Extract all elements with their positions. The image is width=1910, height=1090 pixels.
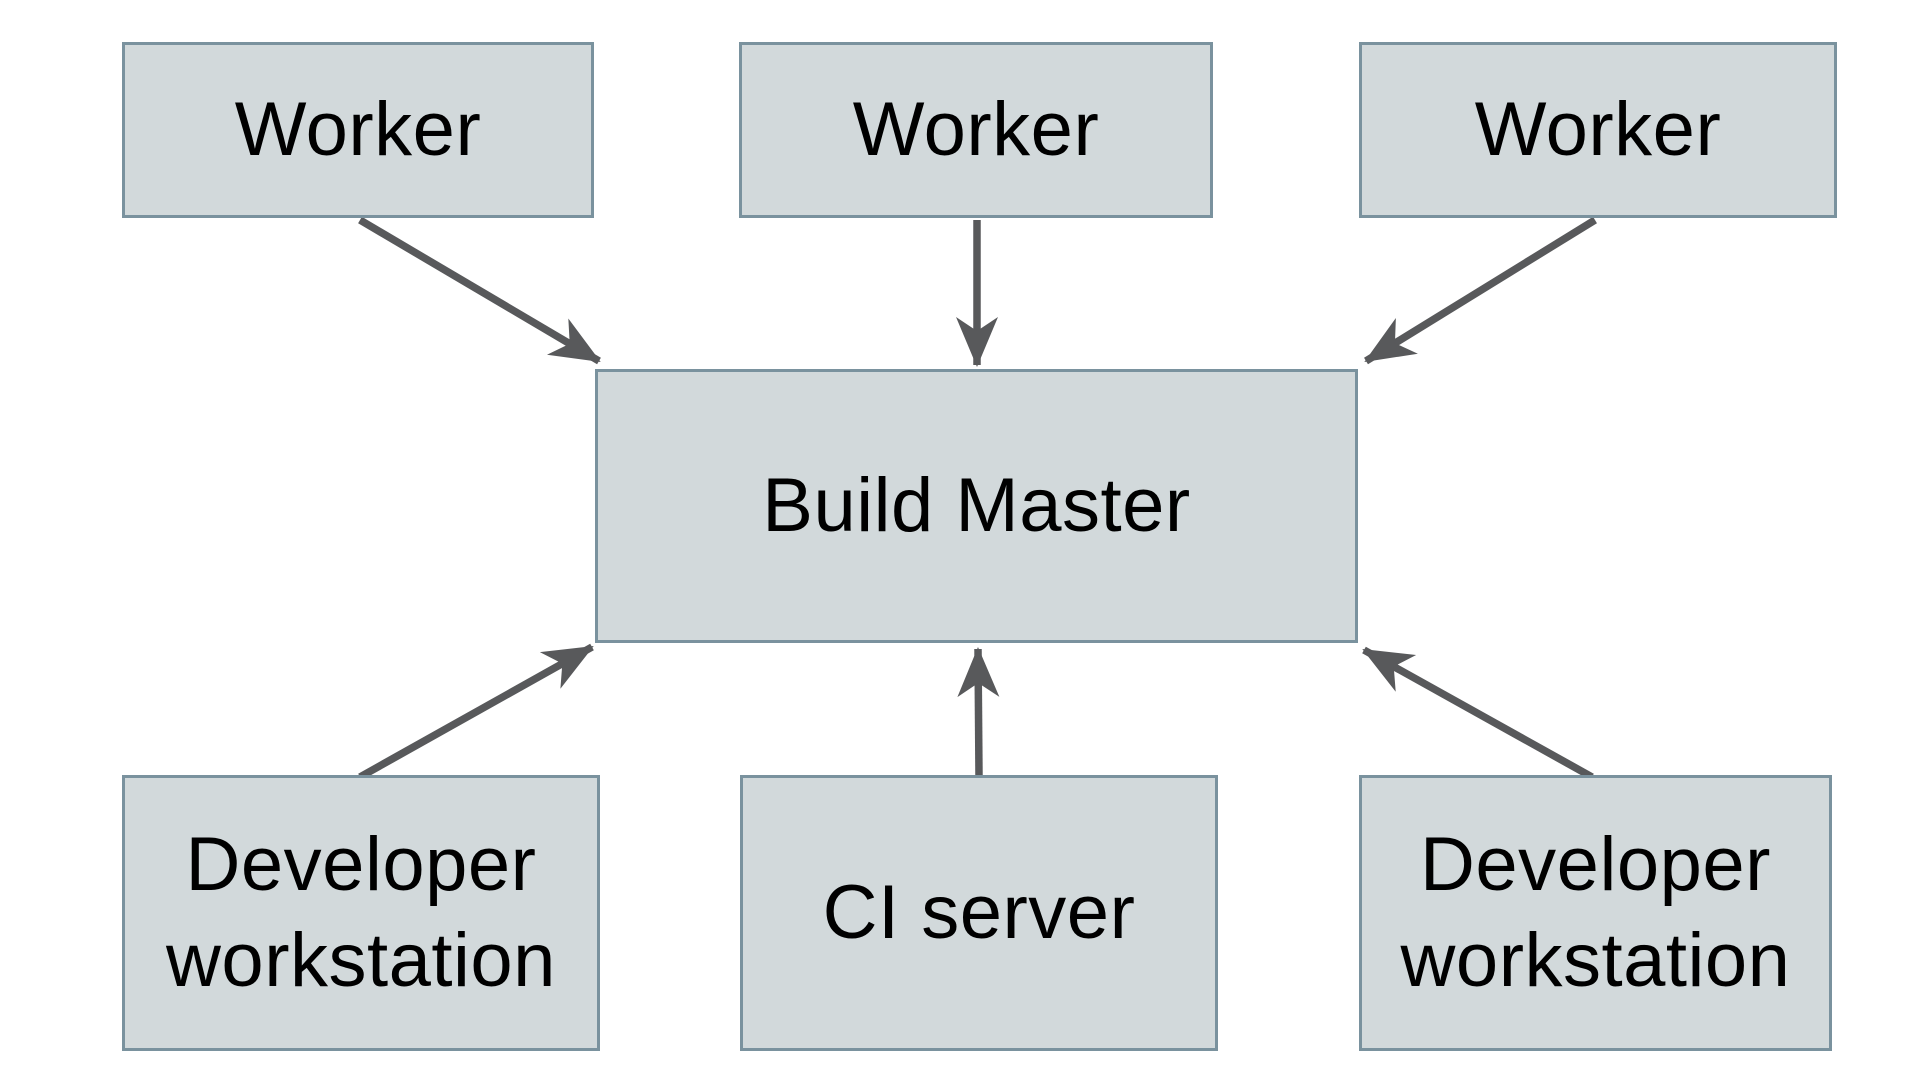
node-worker-2: Worker	[739, 42, 1213, 218]
node-build-master-label: Build Master	[762, 463, 1191, 549]
arrow-ci-server-to-build-master	[957, 647, 1000, 777]
node-developer-workstation-right: Developer workstation	[1359, 775, 1832, 1051]
arrow-worker-3-to-build-master	[1364, 216, 1597, 365]
arrow-developer-workstation-right-to-build-master	[1362, 646, 1594, 781]
node-worker-2-label: Worker	[852, 87, 1100, 173]
arrow-worker-1-to-build-master	[358, 216, 601, 365]
arrow-developer-workstation-left-to-build-master	[358, 643, 594, 781]
node-worker-3-label: Worker	[1474, 87, 1722, 173]
node-worker-3: Worker	[1359, 42, 1837, 218]
node-developer-workstation-left-label: Developer workstation	[166, 822, 556, 1003]
node-developer-workstation-right-label: Developer workstation	[1400, 822, 1791, 1003]
node-worker-1: Worker	[122, 42, 594, 218]
node-worker-1-label: Worker	[234, 87, 482, 173]
node-ci-server: CI server	[740, 775, 1218, 1051]
node-ci-server-label: CI server	[822, 870, 1136, 956]
node-developer-workstation-left: Developer workstation	[122, 775, 600, 1051]
node-build-master: Build Master	[595, 369, 1358, 643]
